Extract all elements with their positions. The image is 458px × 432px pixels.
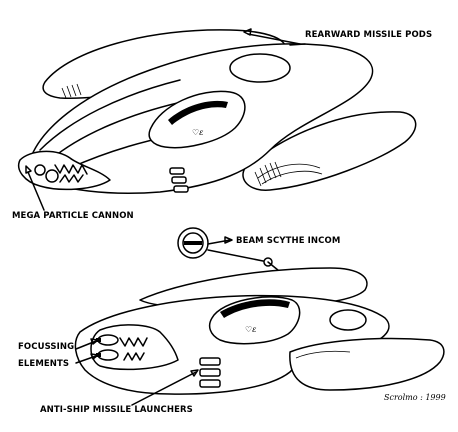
label-anti-ship-missile-launchers: ANTI-SHIP MISSILE LAUNCHERS	[40, 405, 193, 415]
side-ship-drawing: ♡ε	[74, 267, 445, 395]
rear-pod-right	[242, 111, 417, 191]
pointer-rear-pods	[247, 33, 301, 45]
dorsal-dome	[229, 53, 291, 83]
pod-stripes	[61, 83, 282, 187]
canopy-emblem-side: ♡ε	[245, 325, 256, 334]
pointer-rear-pods-2	[289, 43, 306, 46]
missile-launcher-3	[199, 379, 221, 388]
label-focussing: FOCUSSING	[18, 342, 74, 352]
label-elements: ELEMENTS	[18, 359, 69, 369]
top-ship-drawing: ♡ε	[18, 29, 417, 194]
cannon-mouth-top	[18, 150, 111, 191]
pointer-missile-launchers	[131, 371, 197, 406]
missile-launcher-2	[199, 368, 221, 377]
canopy-emblem-top: ♡ε	[192, 128, 203, 137]
missile-launcher-1	[199, 357, 221, 366]
label-mega-particle-cannon: MEGA PARTICLE CANNON	[12, 211, 134, 221]
label-rearward-missile-pods: REARWARD MISSILE PODS	[305, 30, 432, 40]
side-rear-pod-lower	[289, 337, 445, 391]
artist-signature: Scrolmo : 1999	[384, 393, 446, 402]
label-beam-scythe-incom: BEAM SCYTHE INCOM	[236, 236, 340, 246]
pointer-mega-cannon	[27, 171, 45, 211]
